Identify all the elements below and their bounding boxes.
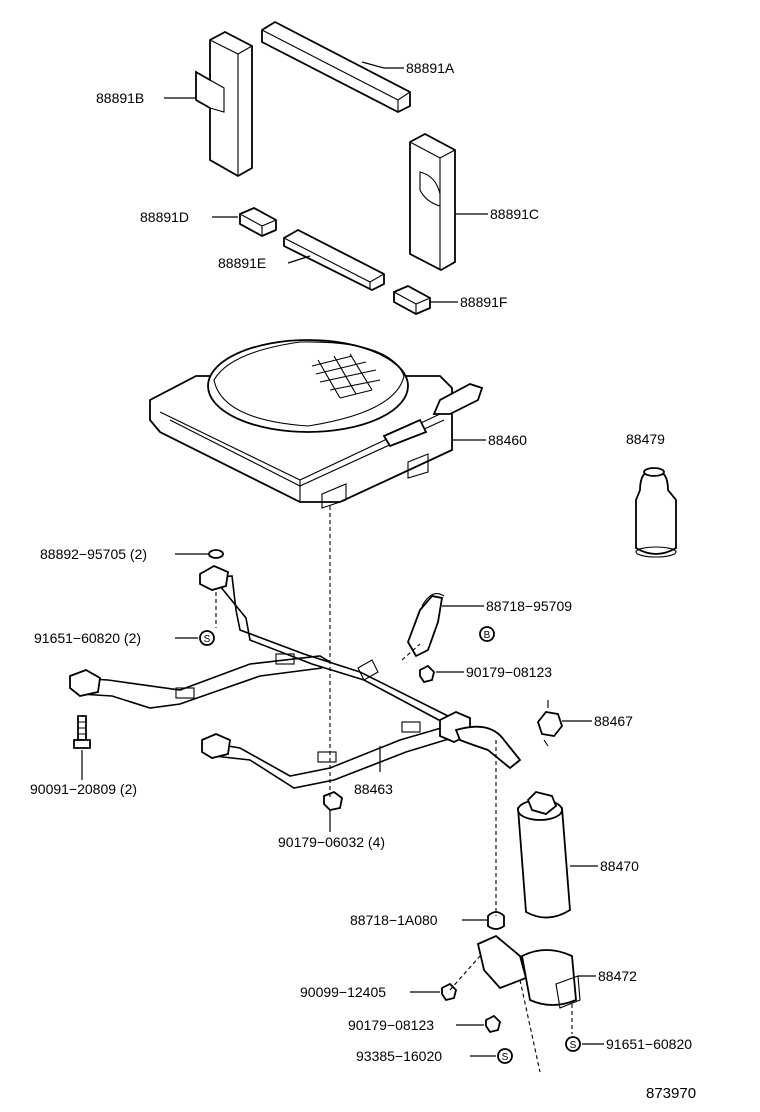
part-88467-shape[interactable] xyxy=(536,700,564,747)
part-90179-08123b-nut[interactable] xyxy=(485,1014,501,1034)
label-88892-95705[interactable]: 88892−95705 (2) xyxy=(40,546,147,562)
svg-text:B: B xyxy=(484,630,491,641)
s-marker-93385: S xyxy=(497,1048,513,1064)
s-marker-91651b: S xyxy=(565,1036,581,1052)
svg-text:S: S xyxy=(502,1052,509,1063)
part-88470-shape[interactable] xyxy=(517,791,571,919)
part-88891F-shape[interactable] xyxy=(393,285,431,315)
assembly-line-93385 xyxy=(519,979,541,1073)
label-88891E[interactable]: 88891E xyxy=(218,255,266,271)
leader-lines xyxy=(81,61,604,1057)
part-90091-20809-bolt[interactable] xyxy=(73,715,91,749)
part-88718-1A080-clamp[interactable] xyxy=(487,911,505,930)
part-88463-shape[interactable] xyxy=(69,564,522,789)
part-88479-shape[interactable] xyxy=(635,467,677,558)
label-88891D[interactable]: 88891D xyxy=(140,209,189,225)
label-88718-95709[interactable]: 88718−95709 xyxy=(486,598,572,614)
label-88479[interactable]: 88479 xyxy=(626,431,665,447)
label-90091-20809[interactable]: 90091−20809 (2) xyxy=(30,781,137,797)
s-marker-91651a: S xyxy=(199,630,215,646)
part-90179-08123a-nut[interactable] xyxy=(419,664,435,684)
part-88891E-shape[interactable] xyxy=(283,228,385,292)
part-88460-shape[interactable] xyxy=(149,339,484,509)
label-90179-08123a[interactable]: 90179−08123 xyxy=(466,664,552,680)
b-marker-88718: B xyxy=(479,626,495,642)
part-88891D-shape[interactable] xyxy=(239,207,277,237)
label-88891F[interactable]: 88891F xyxy=(460,294,507,310)
label-90179-06032[interactable]: 90179−06032 (4) xyxy=(278,834,385,850)
label-90099-12405[interactable]: 90099−12405 xyxy=(300,984,386,1000)
label-88891A[interactable]: 88891A xyxy=(406,60,455,76)
part-90099-12405-nut[interactable] xyxy=(441,982,457,1002)
label-91651-60820b[interactable]: 91651−60820 xyxy=(606,1036,692,1052)
part-88891A-shape[interactable] xyxy=(261,20,411,114)
part-88891B-shape[interactable] xyxy=(195,30,253,178)
label-88460[interactable]: 88460 xyxy=(488,432,527,448)
part-88892-95705-washer[interactable] xyxy=(208,549,224,559)
part-88472-shape[interactable] xyxy=(476,934,581,1009)
label-88718-1A080[interactable]: 88718−1A080 xyxy=(350,912,438,928)
part-88891C-shape[interactable] xyxy=(409,132,456,272)
label-88470[interactable]: 88470 xyxy=(600,858,639,874)
label-90179-08123b[interactable]: 90179−08123 xyxy=(348,1017,434,1033)
part-88718-95709-shape[interactable] xyxy=(407,593,445,658)
svg-text:S: S xyxy=(204,634,211,645)
label-93385-16020[interactable]: 93385−16020 xyxy=(356,1048,442,1064)
label-88467[interactable]: 88467 xyxy=(594,713,633,729)
part-90179-06032-nut[interactable] xyxy=(323,790,343,811)
assembly-line-90099 xyxy=(449,955,481,991)
diagram-id: 873970 xyxy=(646,1085,696,1102)
label-88463[interactable]: 88463 xyxy=(354,781,393,797)
label-88472[interactable]: 88472 xyxy=(598,968,637,984)
svg-text:S: S xyxy=(570,1040,577,1051)
label-88891C[interactable]: 88891C xyxy=(490,206,539,222)
label-91651-60820a[interactable]: 91651−60820 (2) xyxy=(34,630,141,646)
label-88891B[interactable]: 88891B xyxy=(96,90,144,106)
